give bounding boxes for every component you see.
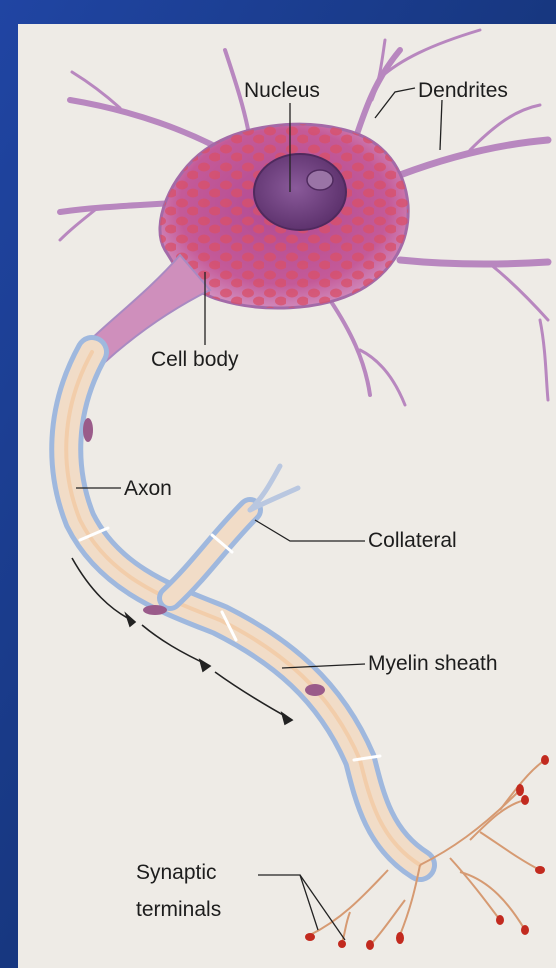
label-myelin-sheath: Myelin sheath: [368, 652, 498, 676]
label-collateral: Collateral: [368, 529, 457, 553]
nucleus-shape: [254, 154, 346, 230]
label-synaptic-terminals-line2: terminals: [136, 898, 221, 922]
label-axon: Axon: [124, 477, 172, 501]
label-dendrites: Dendrites: [418, 79, 508, 103]
label-cell-body: Cell body: [151, 348, 239, 372]
label-nucleus: Nucleus: [244, 79, 320, 103]
label-synaptic-terminals-line1: Synaptic: [136, 861, 217, 885]
